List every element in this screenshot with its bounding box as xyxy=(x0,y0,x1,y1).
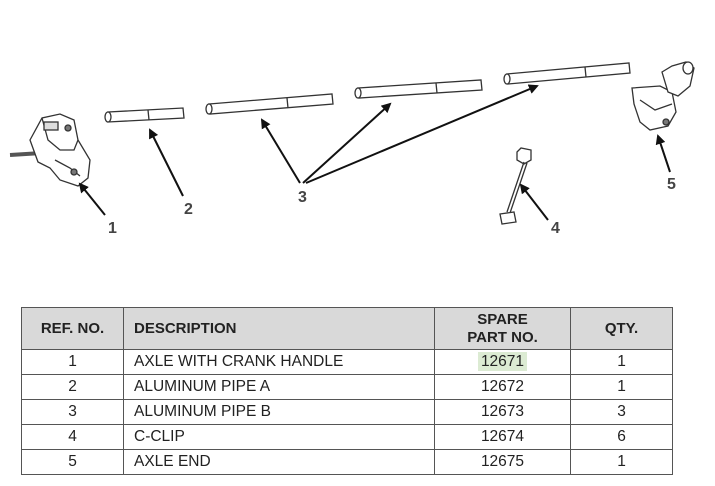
header-description: DESCRIPTION xyxy=(123,307,435,350)
cell-qty: 6 xyxy=(570,424,673,450)
table-row: 3 ALUMINUM PIPE B 12673 3 xyxy=(21,399,673,425)
cell-qty: 1 xyxy=(570,349,673,375)
table-row: 5 AXLE END 12675 1 xyxy=(21,449,673,475)
highlighted-part-no: 12671 xyxy=(477,352,528,371)
cell-part-no: 12671 xyxy=(434,349,571,375)
callout-4: 4 xyxy=(551,220,560,237)
cell-part-no: 12672 xyxy=(434,374,571,400)
header-spare-part-no: SPARE PART NO. xyxy=(434,307,571,350)
cell-qty: 3 xyxy=(570,399,673,425)
cell-ref: 5 xyxy=(21,449,124,475)
header-spare-line1: SPARE xyxy=(477,310,528,328)
header-spare-line2: PART NO. xyxy=(467,328,538,346)
header-ref-no: REF. NO. xyxy=(21,307,124,350)
parts-diagram: 1 2 3 4 5 xyxy=(9,61,695,237)
callout-1: 1 xyxy=(108,220,117,237)
aluminum-pipe-a-illustration xyxy=(104,107,185,123)
callout-2: 2 xyxy=(184,201,193,218)
cell-description: ALUMINUM PIPE A xyxy=(123,374,435,400)
table-row: 4 C-CLIP 12674 6 xyxy=(21,424,673,450)
cell-qty: 1 xyxy=(570,374,673,400)
cell-description: C-CLIP xyxy=(123,424,435,450)
table-row: 1 AXLE WITH CRANK HANDLE 12671 1 xyxy=(21,349,673,375)
cell-ref: 3 xyxy=(21,399,124,425)
aluminum-pipe-b-illustration xyxy=(205,62,631,115)
spare-parts-table: REF. NO. DESCRIPTION SPARE PART NO. QTY.… xyxy=(21,307,673,475)
cell-part-no: 12675 xyxy=(434,449,571,475)
callout-3: 3 xyxy=(298,189,307,206)
table-row: 2 ALUMINUM PIPE A 12672 1 xyxy=(21,374,673,400)
cell-ref: 4 xyxy=(21,424,124,450)
callout-5: 5 xyxy=(667,176,676,193)
axle-end-illustration xyxy=(631,61,695,131)
cell-part-no: 12674 xyxy=(434,424,571,450)
cell-qty: 1 xyxy=(570,449,673,475)
c-clip-illustration xyxy=(499,147,532,225)
axle-crank-illustration xyxy=(9,113,91,187)
cell-description: AXLE END xyxy=(123,449,435,475)
cell-ref: 2 xyxy=(21,374,124,400)
header-qty: QTY. xyxy=(570,307,673,350)
cell-description: ALUMINUM PIPE B xyxy=(123,399,435,425)
cell-ref: 1 xyxy=(21,349,124,375)
table-header-row: REF. NO. DESCRIPTION SPARE PART NO. QTY. xyxy=(21,307,673,350)
callout-arrows xyxy=(78,84,671,221)
cell-description: AXLE WITH CRANK HANDLE xyxy=(123,349,435,375)
cell-part-no: 12673 xyxy=(434,399,571,425)
